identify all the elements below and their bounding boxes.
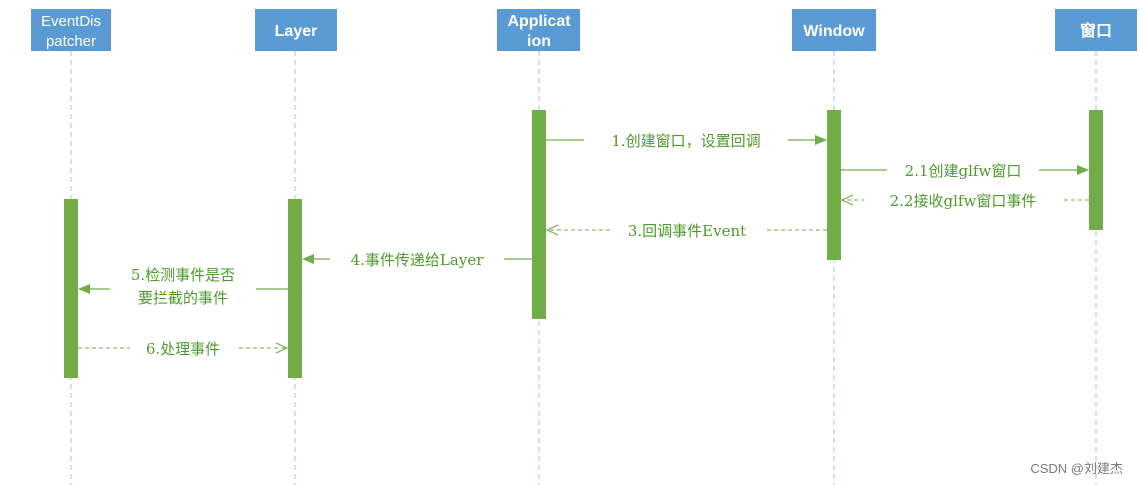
- actor-dispatcher: EventDis patcher: [31, 9, 111, 51]
- message-1: 1.创建窗口，设置回调: [546, 130, 827, 150]
- message-4-label: 4.事件传递给Layer: [351, 251, 485, 269]
- actor-native-window-label: 窗口: [1080, 21, 1112, 40]
- message-2-1: 2.1创建glfw窗口: [841, 160, 1089, 180]
- message-4: 4.事件传递给Layer: [302, 249, 532, 269]
- message-1-label: 1.创建窗口，设置回调: [611, 132, 760, 150]
- message-5-label-line1: 5.检测事件是否: [131, 266, 235, 284]
- message-2-1-label: 2.1创建glfw窗口: [905, 162, 1022, 180]
- activation-window: [827, 110, 841, 260]
- actor-application-line1: Applicat: [507, 13, 571, 30]
- message-5: 5.检测事件是否 要拦截的事件: [78, 264, 288, 308]
- activation-layer: [288, 199, 302, 378]
- actor-native-window: 窗口: [1055, 9, 1137, 51]
- actor-dispatcher-line1: EventDis: [41, 13, 101, 30]
- activation-native-window: [1089, 110, 1103, 230]
- message-3: 3.回调事件Event: [545, 220, 827, 240]
- actor-application: Applicat ion: [497, 9, 580, 51]
- activation-dispatcher: [64, 199, 78, 378]
- actor-layer-label: Layer: [275, 23, 318, 40]
- message-5-label-line2: 要拦截的事件: [138, 289, 228, 307]
- actor-application-line2: ion: [527, 33, 551, 50]
- actor-window-label: Window: [803, 23, 865, 40]
- message-2-2: 2.2接收glfw窗口事件: [840, 190, 1089, 210]
- message-6-label: 6.处理事件: [146, 340, 220, 358]
- message-3-label: 3.回调事件Event: [628, 222, 746, 240]
- watermark-text: CSDN @刘建杰: [1030, 461, 1123, 476]
- message-2-2-label: 2.2接收glfw窗口事件: [890, 192, 1037, 210]
- message-6: 6.处理事件: [78, 338, 289, 358]
- actor-dispatcher-line2: patcher: [46, 33, 96, 50]
- activation-application: [532, 110, 546, 319]
- actor-layer: Layer: [255, 9, 337, 51]
- actor-window: Window: [792, 9, 876, 51]
